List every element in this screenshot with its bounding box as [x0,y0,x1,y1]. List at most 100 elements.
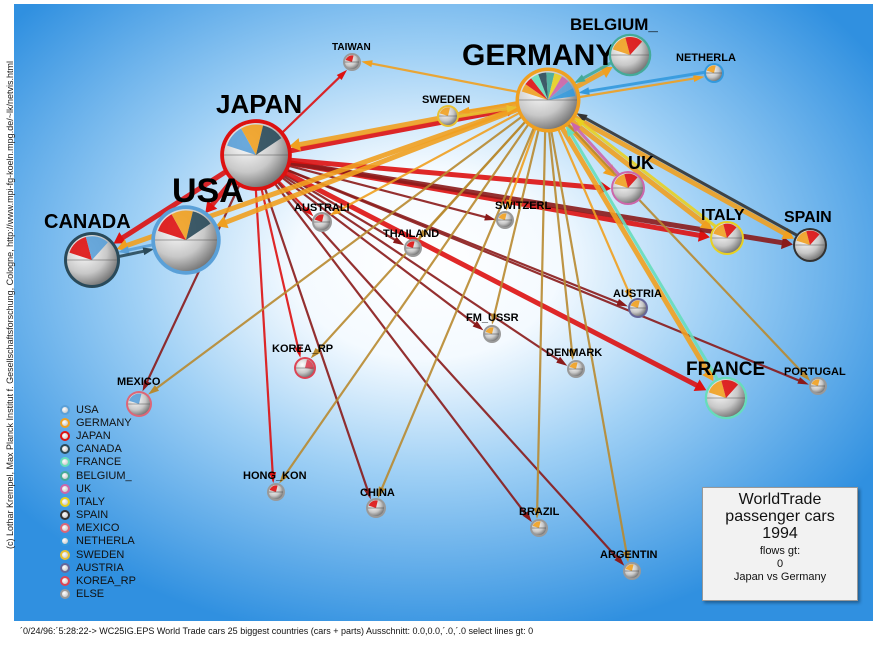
node-slice-thailand-0 [406,241,415,248]
side-credit: (c) Lothar Krempel, Max Planck Institut … [5,61,15,549]
flow-germany-japan [289,100,520,151]
flow-japan-taiwan [279,69,348,136]
flow-usa-canada [117,242,156,254]
flow-germany-portugal [565,121,811,381]
legend-swatch-icon [60,549,70,560]
node-germany: GERMANY [462,39,615,133]
node-thailand: THAILAND [383,228,439,257]
node-label-fm_ussr: FM_USSR [466,312,519,324]
node-slice-mexico-0 [129,393,142,404]
legend-swatch-icon [60,589,70,600]
node-slice-germany-1 [525,78,548,100]
node-slice-germany-8 [548,88,576,100]
node-label-hong_kon: HONG_KON [243,470,307,482]
flow-germany-australi [329,110,522,216]
footer-text: ´0/24/96:´5:28:22-> WC25IG.EPS World Tra… [20,626,534,636]
flow-germany-brazil [533,128,547,519]
flow-france-germany [565,125,720,382]
node-slice-canada-0 [69,237,92,260]
node-slice-switzerl-0 [498,213,507,220]
node-slice-fm_ussr-0 [485,327,494,334]
node-slice-denmark-0 [569,362,578,369]
legend-label: ELSE [76,588,105,601]
node-slice-usa-2 [186,211,211,240]
flow-japan-hong_kon [254,187,277,484]
flow-canada-usa [116,247,155,259]
title-line-2: passenger cars [725,508,835,525]
legend-label: FRANCE [76,456,122,469]
flow-germany-hong_kon [279,121,531,484]
flow-japan-brazil [272,181,532,523]
legend-item: SPAIN [60,509,136,522]
subtitle-line-3: Japan vs Germany [733,571,827,583]
legend-label: USA [76,403,99,416]
node-slice-australi-0 [314,214,324,222]
legend-item: GERMANY [60,416,136,429]
legend-label: UK [76,482,92,495]
flow-germany-austria [556,127,633,300]
legend-label: CANADA [76,443,122,456]
legend-item: USA [60,403,136,416]
flow-japan-spain [286,159,793,250]
flow-germany-sweden [458,101,520,114]
legend-label: ITALY [76,495,105,508]
flow-netherla-germany [578,70,706,95]
node-slice-usa-0 [157,214,186,240]
flow-germany-denmark [547,128,576,361]
node-italy: ITALY [701,207,745,255]
flow-japan-switzerl [286,164,496,221]
legend-label: MEXICO [76,522,120,535]
node-slice-portugal-0 [811,379,820,386]
node-slice-japan-1 [241,124,264,155]
flow-germany-netherla [576,75,705,99]
node-slice-sweden-0 [439,107,450,116]
node-slice-germany-3 [538,72,548,100]
flow-italy-germany [573,117,718,229]
flow-germany-fm_ussr [491,127,541,325]
legend-swatch-icon [60,536,70,547]
flow-sweden-germany [456,104,518,119]
node-label-netherla: NETHERLA [676,52,736,64]
node-slice-germany-5 [548,73,563,100]
node-brazil: BRAZIL [519,506,560,537]
node-label-thailand: THAILAND [383,228,439,240]
legend-item: AUSTRIA [60,561,136,574]
subtitle-line-2: 0 [776,558,784,570]
node-fm_ussr: FM_USSR [466,312,519,343]
node-slice-spain-1 [806,230,820,245]
node-label-portugal: PORTUGAL [784,366,846,378]
legend-swatch-icon [60,404,70,415]
legend-swatch-icon [60,483,70,494]
node-usa: USA [151,172,244,275]
flow-germany-italy [568,117,713,230]
flow-germany-korea_rp [310,119,528,359]
flow-germany-usa [215,106,522,229]
node-slice-germany-4 [546,72,555,100]
node-france: FRANCE [686,359,765,420]
legend-item: BELGIUM_ [60,469,136,482]
subtitle-line-1: flows gt: [759,545,801,557]
legend-swatch-icon [60,496,70,507]
legend-item: ITALY [60,495,136,508]
legend-label: SWEDEN [76,548,125,561]
node-portugal: PORTUGAL [784,366,846,395]
node-argentin: ARGENTIN [600,549,658,580]
node-taiwan: TAIWAN [332,42,371,71]
legend-swatch-icon [60,470,70,481]
node-slice-italy-1 [723,223,737,238]
node-uk: UK [611,153,654,205]
node-slice-france-0 [708,380,726,398]
node-label-denmark: DENMARK [546,347,602,359]
legend-swatch-icon [60,417,70,428]
node-slice-italy-0 [713,224,727,238]
node-slice-uk-0 [614,174,628,188]
flow-japan-china [263,185,371,500]
legend-item: NETHERLA [60,535,136,548]
node-label-sweden: SWEDEN [422,94,470,106]
node-label-austria: AUSTRIA [613,288,662,300]
node-slice-japan-0 [227,128,256,155]
node-label-uk: UK [628,153,654,173]
node-label-italy: ITALY [701,207,745,224]
